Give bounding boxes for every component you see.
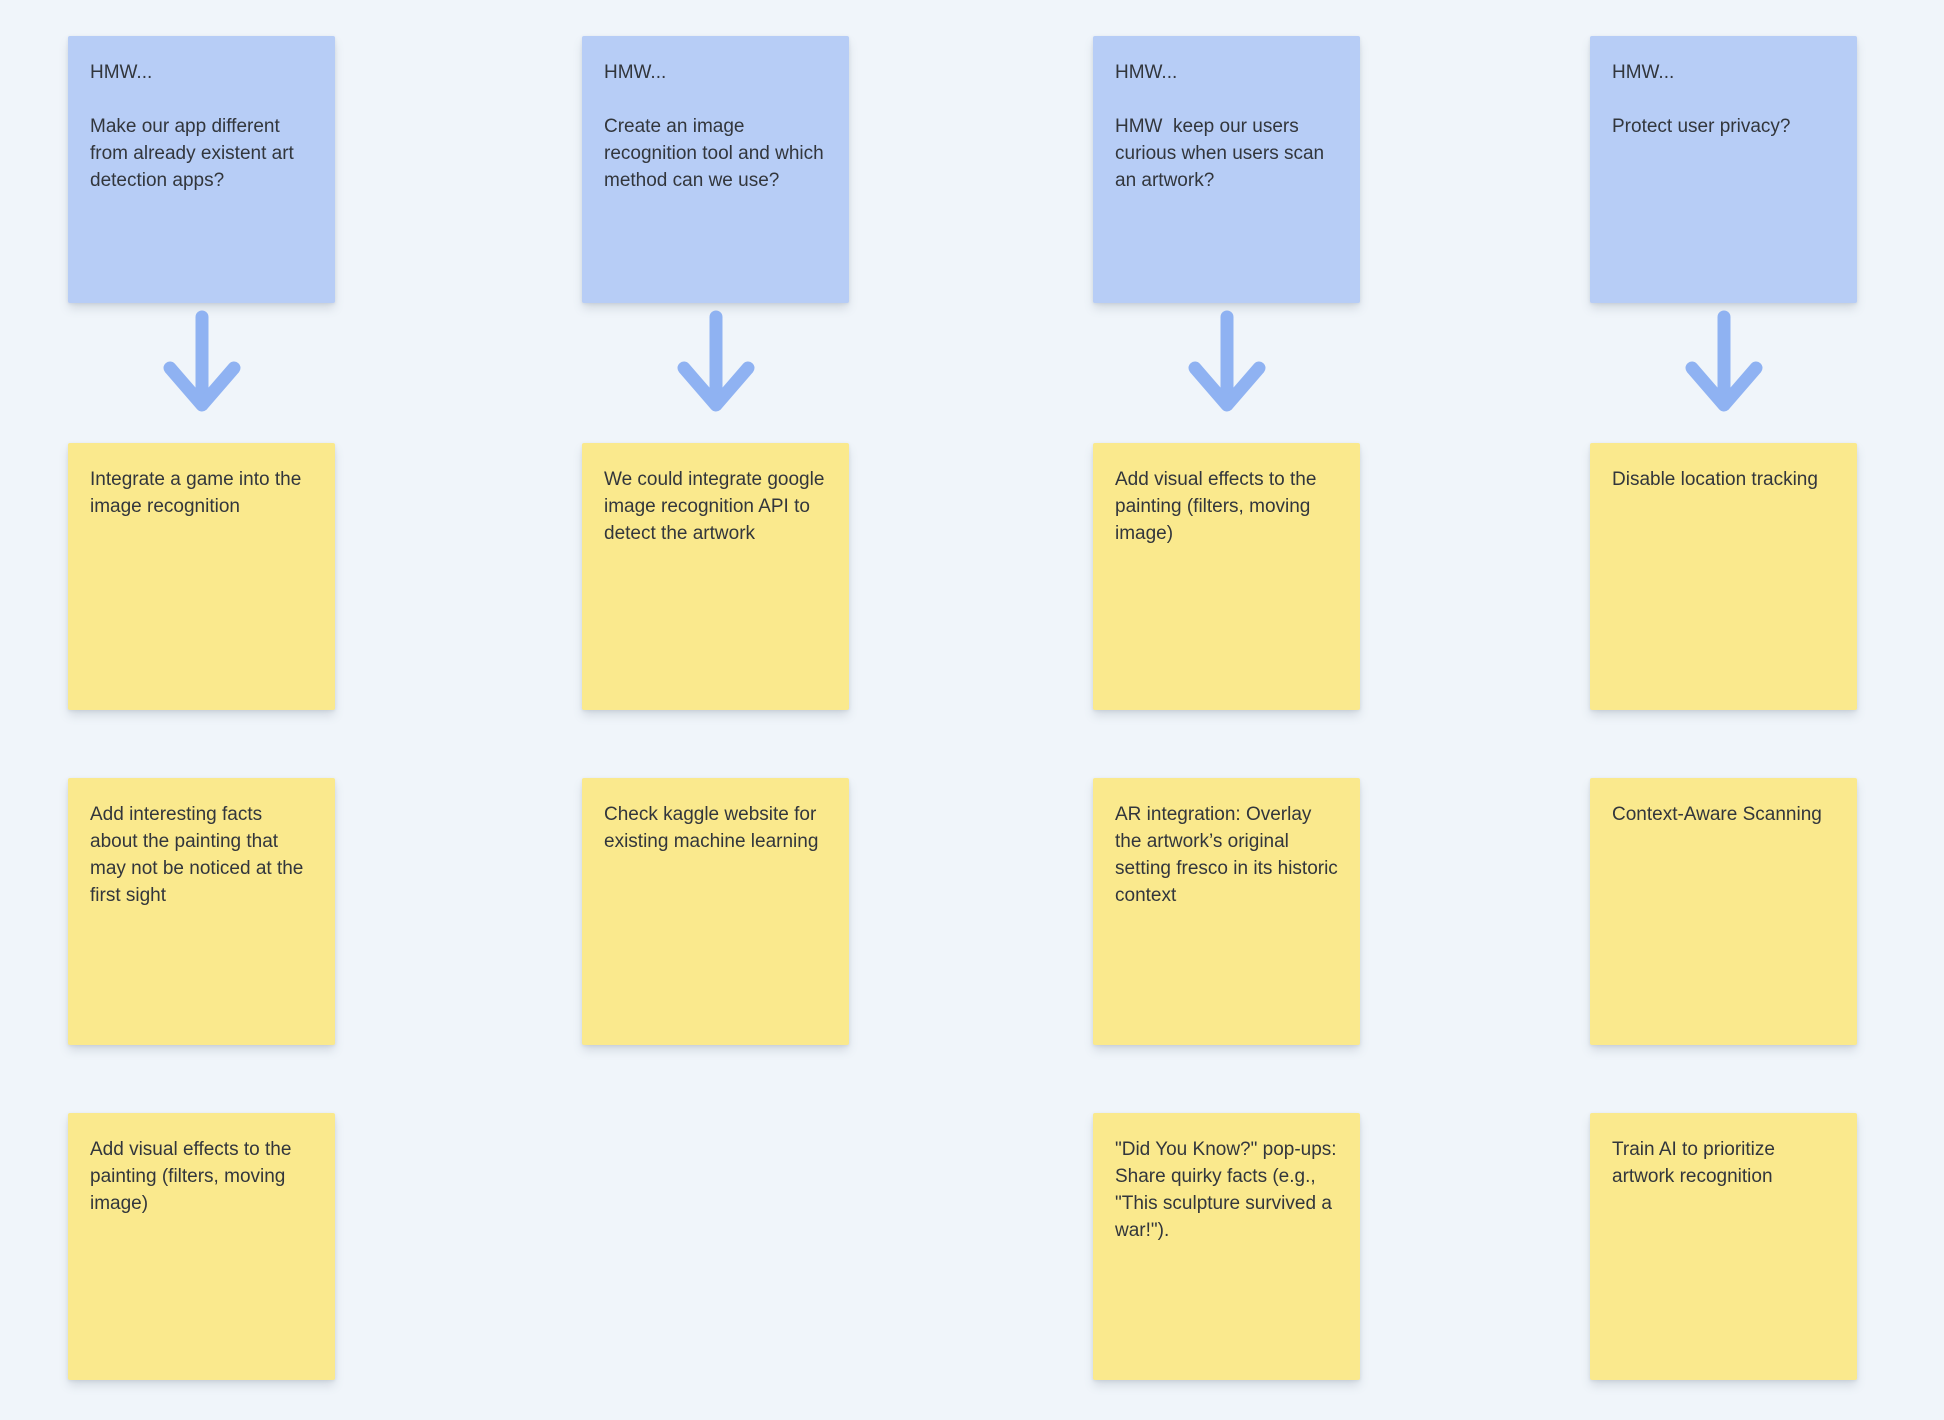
sticky-note-idea[interactable]: Integrate a game into the image recognit… xyxy=(68,443,335,710)
hmw-column-3: HMW... HMW keep our users curious when u… xyxy=(1093,36,1360,1380)
connector-slot xyxy=(68,310,335,414)
sticky-note-text: HMW... Make our app different from alrea… xyxy=(90,62,294,191)
sticky-note-text: We could integrate google image recognit… xyxy=(604,469,830,544)
down-arrow-icon[interactable] xyxy=(1188,310,1266,414)
sticky-note-idea[interactable]: Train AI to prioritize artwork recogniti… xyxy=(1590,1113,1857,1380)
sticky-note-idea[interactable]: Context-Aware Scanning xyxy=(1590,778,1857,1045)
hmw-column-4: HMW... Protect user privacy? Disable loc… xyxy=(1590,36,1857,1380)
sticky-note-hmw[interactable]: HMW... Make our app different from alrea… xyxy=(68,36,335,303)
sticky-note-hmw[interactable]: HMW... Create an image recognition tool … xyxy=(582,36,849,303)
hmw-column-1: HMW... Make our app different from alrea… xyxy=(68,36,335,1380)
sticky-note-idea[interactable]: Add visual effects to the painting (filt… xyxy=(68,1113,335,1380)
sticky-note-idea[interactable]: "Did You Know?" pop-ups: Share quirky fa… xyxy=(1093,1113,1360,1380)
hmw-column-2: HMW... Create an image recognition tool … xyxy=(582,36,849,1045)
sticky-note-text: Add visual effects to the painting (filt… xyxy=(1115,469,1322,544)
sticky-note-idea[interactable]: Disable location tracking xyxy=(1590,443,1857,710)
sticky-note-idea[interactable]: Add visual effects to the painting (filt… xyxy=(1093,443,1360,710)
sticky-note-text: Integrate a game into the image recognit… xyxy=(90,469,307,517)
sticky-note-text: HMW... Protect user privacy? xyxy=(1612,62,1791,137)
down-arrow-icon[interactable] xyxy=(1685,310,1763,414)
connector-slot xyxy=(582,310,849,414)
sticky-note-text: Check kaggle website for existing machin… xyxy=(604,804,822,852)
connector-slot xyxy=(1590,310,1857,414)
sticky-note-idea[interactable]: Check kaggle website for existing machin… xyxy=(582,778,849,1045)
sticky-note-idea[interactable]: AR integration: Overlay the artwork’s or… xyxy=(1093,778,1360,1045)
sticky-note-text: Train AI to prioritize artwork recogniti… xyxy=(1612,1139,1781,1187)
down-arrow-icon[interactable] xyxy=(163,310,241,414)
sticky-note-hmw[interactable]: HMW... Protect user privacy? xyxy=(1590,36,1857,303)
down-arrow-icon[interactable] xyxy=(677,310,755,414)
sticky-note-idea[interactable]: We could integrate google image recognit… xyxy=(582,443,849,710)
connector-slot xyxy=(1093,310,1360,414)
sticky-note-text: HMW... HMW keep our users curious when u… xyxy=(1115,62,1325,191)
sticky-note-text: HMW... Create an image recognition tool … xyxy=(604,62,824,191)
sticky-note-text: "Did You Know?" pop-ups: Share quirky fa… xyxy=(1115,1139,1342,1241)
sticky-note-idea[interactable]: Add interesting facts about the painting… xyxy=(68,778,335,1045)
sticky-note-text: Add interesting facts about the painting… xyxy=(90,804,309,906)
sticky-note-text: Disable location tracking xyxy=(1612,469,1818,490)
sticky-note-text: Context-Aware Scanning xyxy=(1612,804,1822,825)
sticky-note-text: Add visual effects to the painting (filt… xyxy=(90,1139,297,1214)
sticky-note-hmw[interactable]: HMW... HMW keep our users curious when u… xyxy=(1093,36,1360,303)
sticky-note-text: AR integration: Overlay the artwork’s or… xyxy=(1115,804,1344,906)
